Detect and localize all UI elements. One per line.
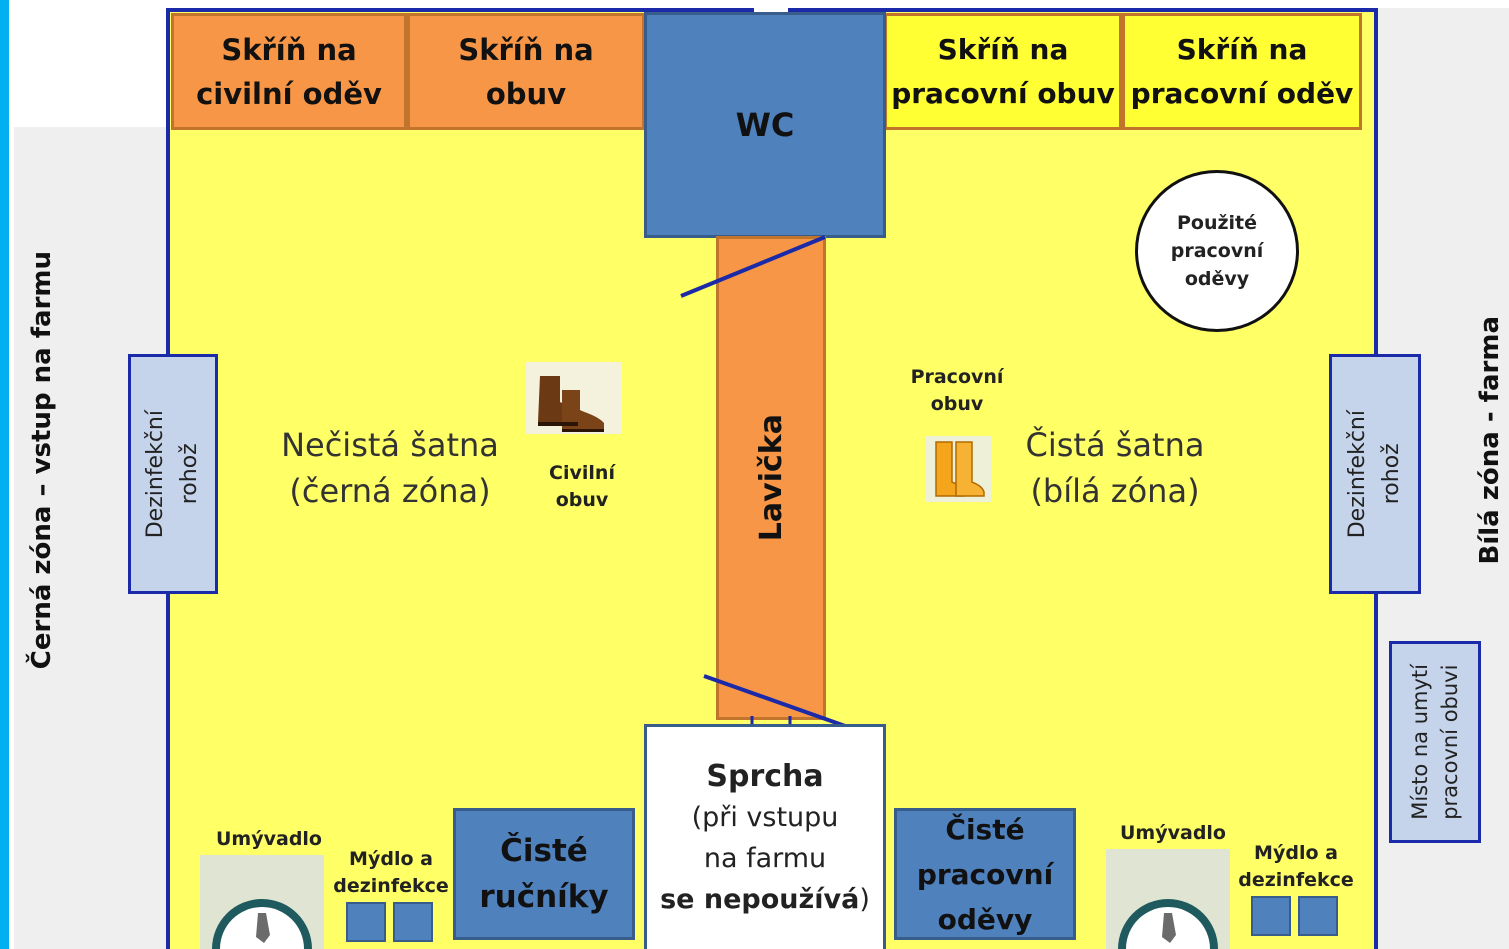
clean-work-clothes[interactable]: Čisté pracovní oděvy [894, 808, 1076, 940]
soap-dispenser-left-2[interactable] [393, 902, 433, 942]
soap-dispenser-right-2[interactable] [1298, 896, 1338, 936]
shower[interactable]: Sprcha (při vstupu na farmu se nepoužívá… [644, 724, 886, 949]
cabinet-civil-shoes[interactable]: Skříň na obuv [407, 13, 645, 130]
disinfection-mat-left[interactable]: Dezinfekční rohož [128, 354, 218, 594]
used-work-clothes-bin[interactable]: Použité pracovní oděvy [1135, 170, 1299, 332]
lower-divider-line [703, 674, 849, 729]
work-shoes-label: Pracovní obuv [910, 366, 1004, 415]
dirty-room-label: Nečistá šatna (černá zóna) [281, 426, 499, 510]
soap-disinfection-right-label: Mýdlo a dezinfekce [1238, 842, 1354, 891]
entrance-gap [754, 4, 788, 14]
sink-left-label: Umývadlo [216, 828, 322, 850]
clean-room-label: Čistá šatna (bílá zóna) [1025, 426, 1205, 510]
clean-towels[interactable]: Čisté ručníky [453, 808, 635, 940]
washbasin-icon [200, 855, 324, 949]
cabinet-work-shoes[interactable]: Skříň na pracovní obuv [884, 13, 1122, 130]
bench[interactable]: Lavička [716, 236, 826, 720]
cabinet-work-clothes[interactable]: Skříň na pracovní oděv [1122, 13, 1362, 130]
wc-room[interactable]: WC [644, 12, 886, 238]
sink-right-label: Umývadlo [1120, 822, 1226, 844]
soap-disinfection-left-label: Mýdlo a dezinfekce [333, 848, 449, 897]
civil-shoes-label: Civilní obuv [549, 462, 615, 511]
brown-boots-icon [526, 362, 622, 434]
upper-divider-line [680, 235, 826, 298]
soap-dispenser-left-1[interactable] [346, 902, 386, 942]
cabinet-civil-clothes[interactable]: Skříň na civilní oděv [171, 13, 407, 130]
soap-dispenser-right-1[interactable] [1251, 896, 1291, 936]
left-edge-strip [0, 0, 9, 949]
rubber-boots-icon [926, 436, 992, 502]
disinfection-mat-right[interactable]: Dezinfekční rohož [1329, 354, 1421, 594]
shoe-wash-place[interactable]: Místo na umytí pracovní obuvi [1389, 641, 1481, 843]
washbasin-right-icon [1106, 849, 1230, 949]
